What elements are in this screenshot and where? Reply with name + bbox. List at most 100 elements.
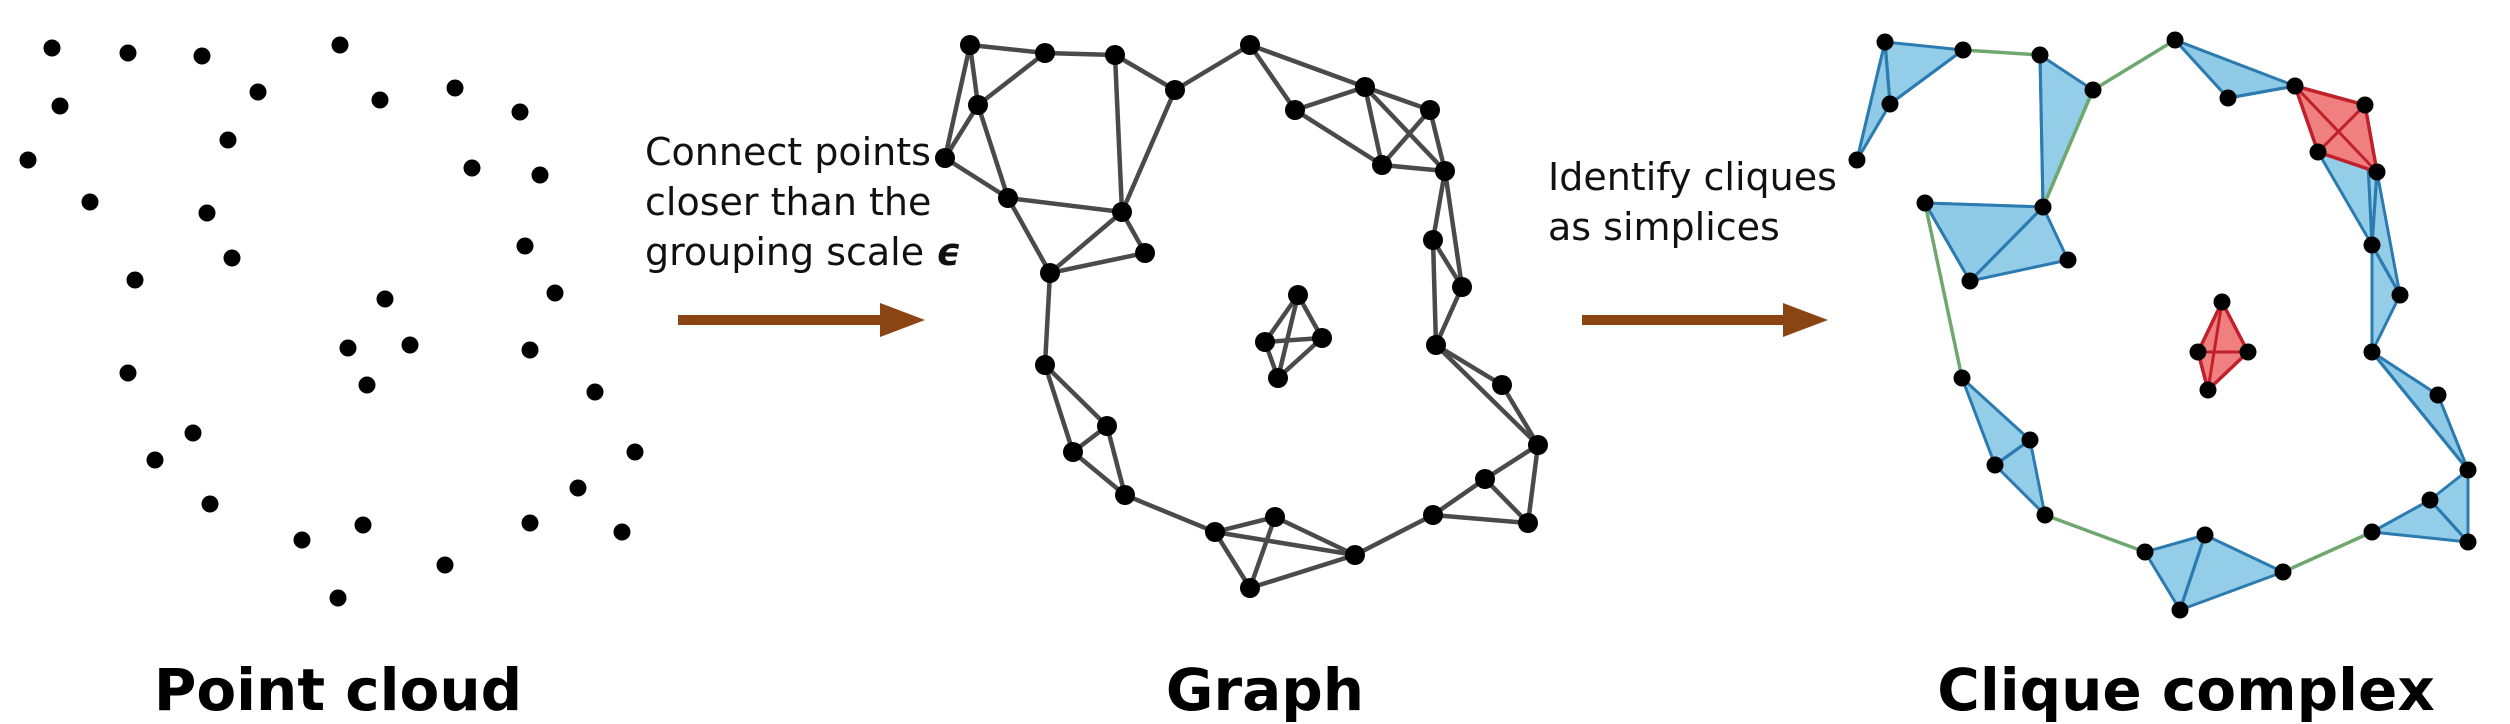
vertex <box>2136 543 2154 561</box>
graph-edge <box>1006 196 1052 275</box>
vertex <box>1881 95 1899 113</box>
vertex <box>1165 80 1185 100</box>
graph-edge <box>1430 239 1439 346</box>
graph-edge <box>1442 170 1465 288</box>
point <box>446 79 464 97</box>
tetrahedron-edge <box>2316 103 2367 154</box>
vertex <box>1112 202 1132 222</box>
vertex <box>1961 272 1979 290</box>
graph-edge <box>1525 444 1541 524</box>
simplex-triangle <box>1883 40 1965 106</box>
vertex <box>1255 332 1275 352</box>
vertex <box>2356 96 2374 114</box>
simplex-edge <box>2370 244 2402 296</box>
graph-edge <box>976 51 1047 107</box>
vertex <box>2239 343 2257 361</box>
vertex <box>1040 263 1060 283</box>
vertex <box>2036 506 2054 524</box>
graph-edge <box>1274 514 1356 558</box>
vertex <box>1105 45 1125 65</box>
point <box>198 204 216 222</box>
arrow-head <box>1783 303 1828 337</box>
vertex <box>1063 442 1083 462</box>
caption-connect-line2: closer than the <box>645 180 931 224</box>
vertex <box>2034 198 2052 216</box>
caption-identify-line1: Identify cliques <box>1548 155 1837 199</box>
point <box>249 83 267 101</box>
vertex <box>1953 369 1971 387</box>
point <box>19 151 37 169</box>
point <box>219 131 237 149</box>
point <box>516 237 534 255</box>
vertex <box>2219 89 2237 107</box>
vertex <box>1268 368 1288 388</box>
simplex-edge <box>2038 54 2045 208</box>
caption-connect-line1: Connect points <box>645 130 931 174</box>
edge <box>2044 513 2146 554</box>
vertex <box>2171 601 2189 619</box>
vertex <box>1345 545 1365 565</box>
point <box>43 39 61 57</box>
edge <box>1923 202 1964 379</box>
vertex <box>1205 522 1225 542</box>
vertex <box>2031 46 2049 64</box>
graph-edge <box>1049 250 1146 276</box>
vertex <box>1475 469 1495 489</box>
vertex <box>2368 163 2386 181</box>
vertex <box>1420 100 1440 120</box>
vertex <box>1035 355 1055 375</box>
title-graph: Graph <box>1166 656 1364 724</box>
vertex <box>2459 461 2477 479</box>
point <box>354 516 372 534</box>
graph-edge <box>943 156 1010 200</box>
point <box>339 339 357 357</box>
caption-identify: Identify cliques as simplices <box>1548 155 1837 249</box>
point <box>521 514 539 532</box>
epsilon-symbol: ϵ <box>936 230 961 274</box>
point <box>126 271 144 289</box>
vertex <box>2213 293 2231 311</box>
vertex <box>935 148 955 168</box>
arrow-head <box>880 303 925 337</box>
graph-edge <box>1213 530 1252 590</box>
point <box>376 290 394 308</box>
graph-edge <box>1173 43 1252 92</box>
simplex-edge <box>2227 84 2296 100</box>
graph-edge <box>975 104 1011 199</box>
point <box>184 424 202 442</box>
graph-edge <box>967 44 981 106</box>
vertex <box>1097 416 1117 436</box>
point <box>586 383 604 401</box>
vertex <box>1240 35 1260 55</box>
clique-complex-vertices <box>1848 31 2477 619</box>
caption-connect-line3: grouping scale ϵ <box>645 230 961 274</box>
graph-edge <box>1071 450 1127 497</box>
point <box>293 531 311 549</box>
vertex <box>968 95 988 115</box>
vertex <box>1452 277 1472 297</box>
graph-edge <box>1249 552 1356 591</box>
vertex <box>2021 431 2039 449</box>
graph-edges <box>942 42 1541 591</box>
point <box>329 589 347 607</box>
title-point-cloud: Point cloud <box>154 656 522 724</box>
caption-connect: Connect points closer than the grouping … <box>645 130 961 274</box>
point <box>521 341 539 359</box>
vertex <box>2421 491 2439 509</box>
vertex <box>2391 286 2409 304</box>
arrow-identify <box>1582 303 1828 337</box>
graph-edge <box>1362 86 1385 166</box>
vertex <box>1355 77 1375 97</box>
point <box>546 284 564 302</box>
vertex <box>2309 143 2327 161</box>
point <box>436 556 454 574</box>
vertex <box>1135 243 1155 263</box>
point <box>81 193 99 211</box>
vertex <box>2274 563 2292 581</box>
simplex-edge <box>1968 205 2045 283</box>
vertex <box>2286 77 2304 95</box>
vertex <box>1518 513 1538 533</box>
point <box>613 523 631 541</box>
simplex-edge <box>2178 534 2207 611</box>
graph-edge <box>1364 84 1431 113</box>
